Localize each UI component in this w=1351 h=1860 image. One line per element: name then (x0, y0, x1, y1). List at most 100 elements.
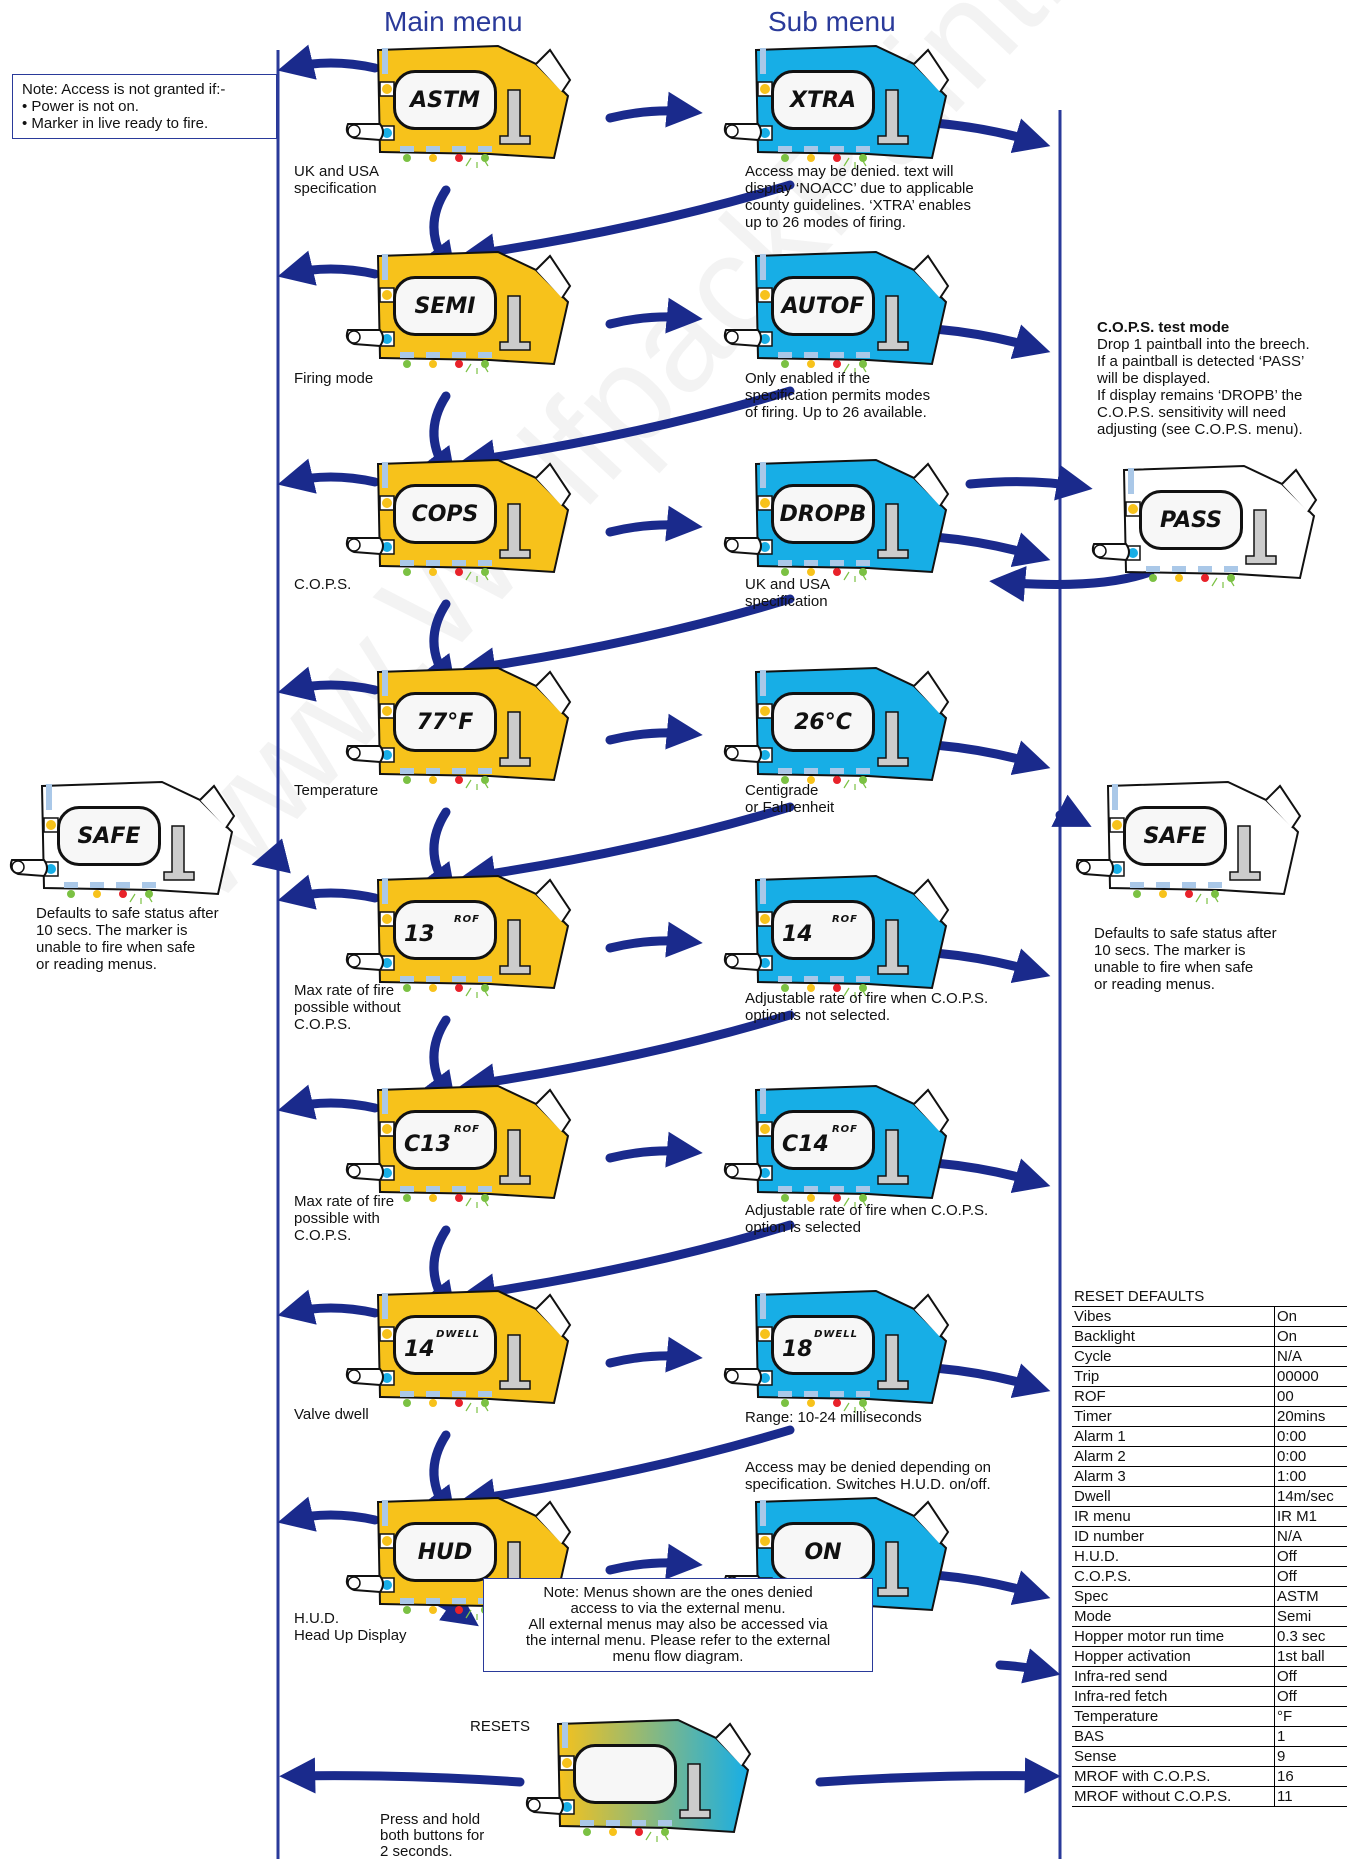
reset-row: Cycle N/A (1072, 1346, 1347, 1367)
sub-0-display-value: XTRA (790, 87, 856, 113)
reset-setting: MROF with C.O.P.S. (1072, 1766, 1275, 1787)
access-note-title: Note: Access is not granted if:- (22, 81, 226, 98)
reset-value: N/A (1274, 1526, 1347, 1547)
reset-row: Alarm 3 1:00 (1072, 1466, 1347, 1487)
reset-value: 14m/sec (1274, 1486, 1347, 1507)
safe-right-display: SAFE (1123, 806, 1227, 866)
main-4-display-value: 13 (404, 921, 435, 947)
main-6-display: DWELL 14 (393, 1315, 497, 1375)
reset-row: MROF with C.O.P.S. 16 (1072, 1766, 1347, 1787)
reset-setting: Backlight (1072, 1326, 1275, 1347)
reset-setting: C.O.P.S. (1072, 1566, 1275, 1587)
reset-value: 20mins (1274, 1406, 1347, 1427)
reset-value: 9 (1274, 1746, 1347, 1767)
reset-row: Hopper motor run time 0.3 sec (1072, 1626, 1347, 1647)
cops-test-body: Drop 1 paintball into the breech. If a p… (1097, 336, 1310, 438)
sub-1-display-value: AUTOF (781, 293, 865, 319)
cops-test-note: C.O.P.S. test mode Drop 1 paintball into… (1097, 319, 1347, 438)
main-5-display-top: ROF (453, 1123, 480, 1135)
main-2-device: COPS (340, 454, 580, 584)
reset-value: IR M1 (1274, 1506, 1347, 1527)
reset-value: ASTM (1274, 1586, 1347, 1607)
safe-left-display: SAFE (57, 806, 161, 866)
reset-defaults-title: RESET DEFAULTS (1072, 1287, 1347, 1307)
sub-2-display-value: DROPB (779, 501, 867, 527)
main-2-display: COPS (393, 484, 497, 544)
reset-row: Trip 00000 (1072, 1366, 1347, 1387)
sub-2-device: DROPB (718, 454, 958, 584)
reset-setting: Infra-red fetch (1072, 1686, 1275, 1707)
sub-4-display: ROF 14 (771, 900, 875, 960)
main-3-display-value: 77°F (416, 709, 474, 735)
reset-row: Sense 9 (1072, 1746, 1347, 1767)
reset-row: IR menu IR M1 (1072, 1506, 1347, 1527)
reset-row: Mode Semi (1072, 1606, 1347, 1627)
sub-5-device: ROF C14 (718, 1080, 958, 1210)
cops-test-title: C.O.P.S. test mode (1097, 319, 1230, 336)
main-5-device: ROF C13 (340, 1080, 580, 1210)
sub-menu-heading: Sub menu (768, 6, 896, 37)
sub-3-caption: Centigrade or Fahrenheit (745, 782, 835, 816)
reset-value: 0:00 (1274, 1446, 1347, 1467)
reset-setting: IR menu (1072, 1506, 1275, 1527)
reset-setting: Mode (1072, 1606, 1275, 1627)
sub-2-caption: UK and USA specification (745, 576, 831, 610)
sub-7-display-value: ON (804, 1539, 842, 1565)
reset-row: Temperature °F (1072, 1706, 1347, 1727)
sub-3-device: 26°C (718, 662, 958, 792)
main-3-caption: Temperature (294, 782, 379, 799)
sub-4-display-top: ROF (831, 913, 858, 925)
reset-row: Backlight On (1072, 1326, 1347, 1347)
safe-right-caption: Defaults to safe status after 10 secs. T… (1094, 925, 1277, 993)
menus-note: Note: Menus shown are the ones denied ac… (483, 1578, 873, 1672)
main-7-display-value: HUD (417, 1539, 473, 1565)
sub-5-display: ROF C14 (771, 1110, 875, 1170)
cops-pass-display-value: PASS (1159, 507, 1223, 533)
main-1-display: SEMI (393, 276, 497, 336)
reset-value: 1st ball (1274, 1646, 1347, 1667)
sub-7-display: ON (771, 1522, 875, 1582)
sub-0-caption: Access may be denied. text will display … (745, 163, 974, 231)
main-6-display-value: 14 (404, 1336, 435, 1362)
main-7-display: HUD (393, 1522, 497, 1582)
sub-4-caption: Adjustable rate of fire when C.O.P.S. op… (745, 990, 989, 1024)
reset-setting: Alarm 3 (1072, 1466, 1275, 1487)
reset-value: 0.3 sec (1274, 1626, 1347, 1647)
sub-5-display-value: C14 (782, 1131, 829, 1157)
main-4-display: ROF 13 (393, 900, 497, 960)
reset-value: Off (1274, 1686, 1347, 1707)
cops-pass-device: PASS (1086, 460, 1326, 590)
reset-value: 1 (1274, 1726, 1347, 1747)
reset-setting: H.U.D. (1072, 1546, 1275, 1567)
resets-display (573, 1744, 677, 1804)
reset-value: Off (1274, 1566, 1347, 1587)
reset-value: On (1274, 1326, 1347, 1347)
main-5-display: ROF C13 (393, 1110, 497, 1170)
main-6-device: DWELL 14 (340, 1285, 580, 1415)
sub-1-display: AUTOF (771, 276, 875, 336)
sub-4-display-value: 14 (782, 921, 813, 947)
reset-value: °F (1274, 1706, 1347, 1727)
reset-row: Vibes On (1072, 1306, 1347, 1327)
main-2-caption: C.O.P.S. (294, 576, 352, 593)
reset-setting: Vibes (1072, 1306, 1275, 1327)
reset-setting: Trip (1072, 1366, 1275, 1387)
sub-3-display: 26°C (771, 692, 875, 752)
reset-setting: Alarm 1 (1072, 1426, 1275, 1447)
main-menu-heading: Main menu (384, 6, 523, 37)
sub-6-device: DWELL 18 (718, 1285, 958, 1415)
main-3-display: 77°F (393, 692, 497, 752)
reset-value: 11 (1274, 1786, 1347, 1807)
main-1-caption: Firing mode (294, 370, 374, 387)
access-note-item-live: • Marker in live ready to fire. (22, 115, 209, 132)
reset-value: 00000 (1274, 1366, 1347, 1387)
main-7-caption: H.U.D. Head Up Display (294, 1610, 407, 1644)
reset-row: C.O.P.S. Off (1072, 1566, 1347, 1587)
main-0-display: ASTM (393, 70, 497, 130)
reset-row: H.U.D. Off (1072, 1546, 1347, 1567)
access-note-item-power: • Power is not on. (22, 98, 139, 115)
reset-setting: MROF without C.O.P.S. (1072, 1786, 1275, 1807)
reset-row: Alarm 1 0:00 (1072, 1426, 1347, 1447)
